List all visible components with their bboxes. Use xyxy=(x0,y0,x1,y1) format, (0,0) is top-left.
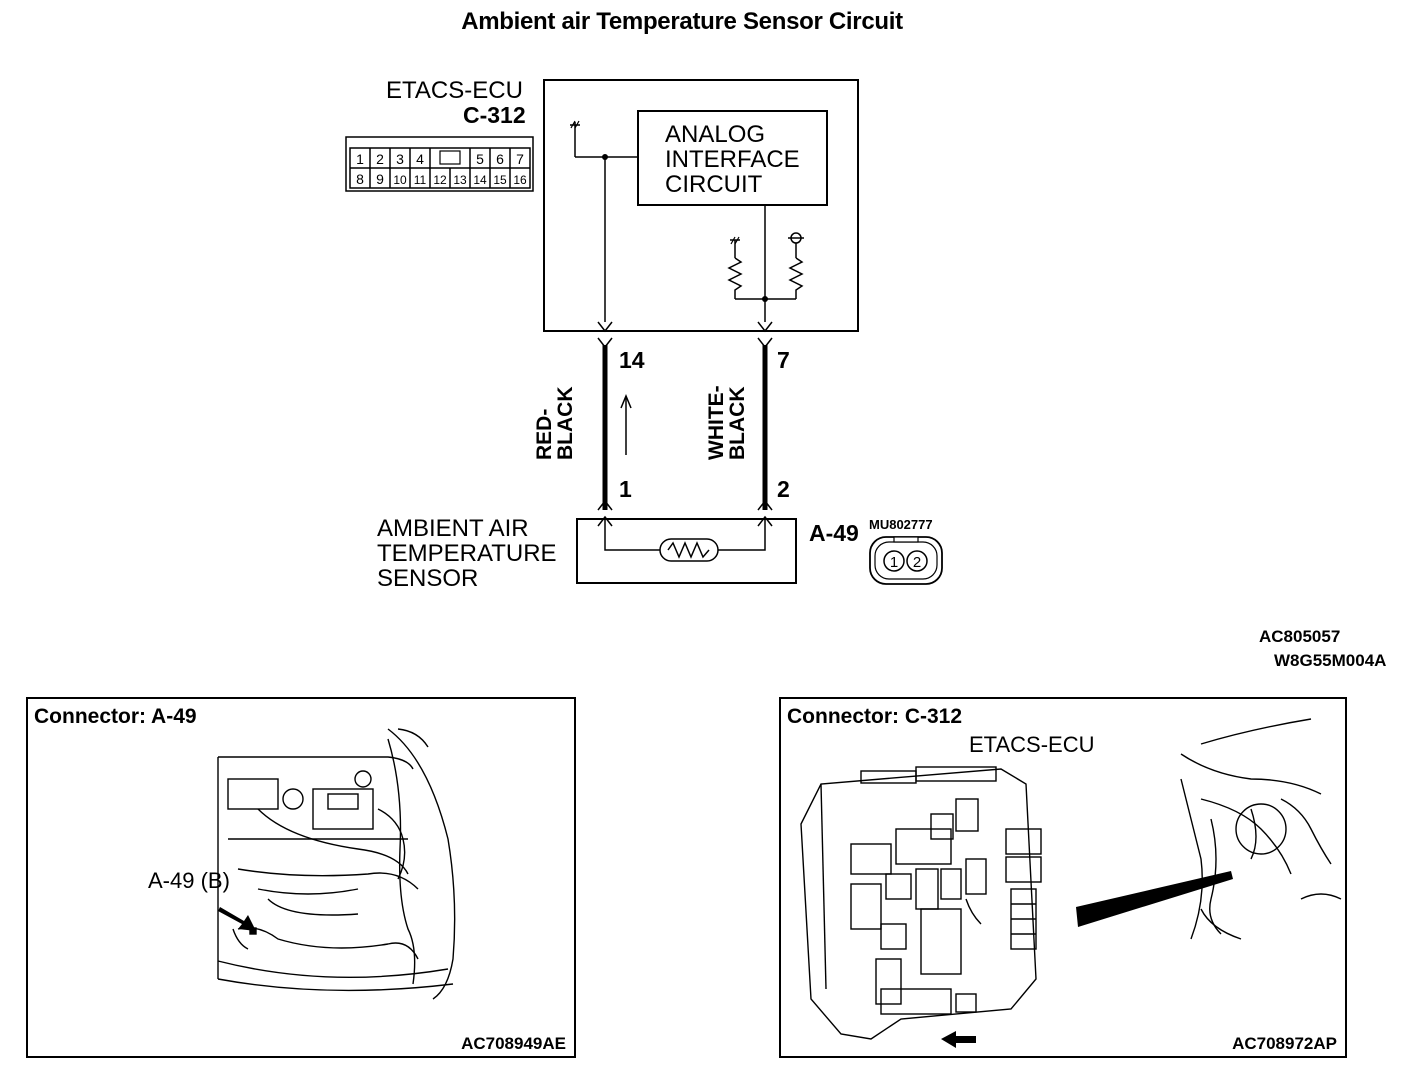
ecu-pin-label: 11 xyxy=(414,173,427,187)
a49-callout: A-49 (B) xyxy=(148,868,230,893)
connector-latch xyxy=(439,150,461,165)
analog-interface-box xyxy=(637,110,828,206)
sensor-pin-1: 1 xyxy=(890,554,898,571)
sensor-label-2: TEMPERATURE xyxy=(377,540,557,567)
ecu-connector-label: C-312 xyxy=(463,102,526,128)
ecu-pin-label: 4 xyxy=(416,151,424,167)
ecu-pin-label: 5 xyxy=(476,151,484,167)
pullup-resistor xyxy=(788,232,804,299)
sensor-label-3: SENSOR xyxy=(377,565,479,592)
wire-color-left: RED- BLACK xyxy=(533,386,598,461)
ecu-pin-label: 6 xyxy=(496,151,504,167)
ref-code-2: W8G55M004A xyxy=(1274,651,1387,670)
analog-label-2: INTERFACE xyxy=(665,146,800,173)
ref-code-1: AC805057 xyxy=(1259,627,1341,646)
diagram-title: Ambient air Temperature Sensor Circuit xyxy=(461,8,903,35)
sensor-part-number: MU802777 xyxy=(869,517,933,532)
wire-color-right-line1: WHITE- xyxy=(705,385,728,460)
ecu-pin-label: 16 xyxy=(513,173,527,187)
ecu-pin-label: 15 xyxy=(493,173,507,187)
ecu-pin-14: 14 xyxy=(619,347,645,373)
ecu-name-label: ETACS-ECU xyxy=(386,77,523,104)
connector-a49-panel: Connector: A-49 xyxy=(26,697,576,1058)
wire-color-right-line2: BLACK xyxy=(726,386,749,461)
ecu-pin-label: 12 xyxy=(433,173,447,187)
panel-left-code: AC708949AE xyxy=(461,1034,566,1053)
panel-right-title: Connector: C-312 xyxy=(787,705,963,728)
panel-left-title: Connector: A-49 xyxy=(34,705,197,728)
ecu-pin-label: 8 xyxy=(356,171,364,187)
pulldown-resistor xyxy=(727,236,743,299)
c312-pointer-arrow xyxy=(941,1031,976,1048)
wire-color-left-line1: RED- xyxy=(533,408,556,460)
sensor-pin-chevrons xyxy=(597,499,773,527)
sensor-pin-1-label: 1 xyxy=(619,476,632,502)
c312-pointer-wedge xyxy=(1076,871,1233,927)
thermistor-icon xyxy=(659,538,719,562)
sensor-label-1: AMBIENT AIR xyxy=(377,515,529,542)
sensor-pin-2: 2 xyxy=(913,554,921,571)
etacs-ecu-illustration xyxy=(800,718,1342,1048)
analog-label-1: ANALOG xyxy=(665,121,766,148)
panel-right-subtitle: ETACS-ECU xyxy=(969,732,1095,757)
connector-c312-panel: Connector: C-312 ETACS-ECU xyxy=(779,697,1347,1058)
panel-right-code: AC708972AP xyxy=(1232,1034,1337,1053)
ecu-pin-label: 1 xyxy=(356,151,364,167)
ecu-pin-label: 13 xyxy=(453,173,467,187)
current-arrow xyxy=(620,394,632,455)
a49-pointer-arrow xyxy=(218,907,256,931)
wire-color-left-line2: BLACK xyxy=(554,386,577,461)
engine-bay-illustration xyxy=(217,728,456,1000)
wire-color-right: WHITE- BLACK xyxy=(694,384,760,460)
ecu-pin-label: 10 xyxy=(393,173,407,187)
sensor-pin-2-label: 2 xyxy=(777,476,790,502)
ecu-box xyxy=(543,79,859,332)
ecu-pin-7: 7 xyxy=(777,347,790,373)
ecu-pin-label: 7 xyxy=(516,151,524,167)
ecu-pin-label: 2 xyxy=(376,151,384,167)
analog-label-3: CIRCUIT xyxy=(665,171,763,198)
sensor-connector-label: A-49 xyxy=(809,520,859,546)
ecu-pin-label: 9 xyxy=(376,171,384,187)
ground-symbol xyxy=(570,120,580,157)
sensor-connector-icon: 1 2 xyxy=(869,536,943,585)
sensor-box xyxy=(576,518,797,584)
ecu-pin-label: 3 xyxy=(396,151,404,167)
ecu-pin-chevrons xyxy=(597,321,773,349)
ecu-pin-label: 14 xyxy=(473,173,487,187)
